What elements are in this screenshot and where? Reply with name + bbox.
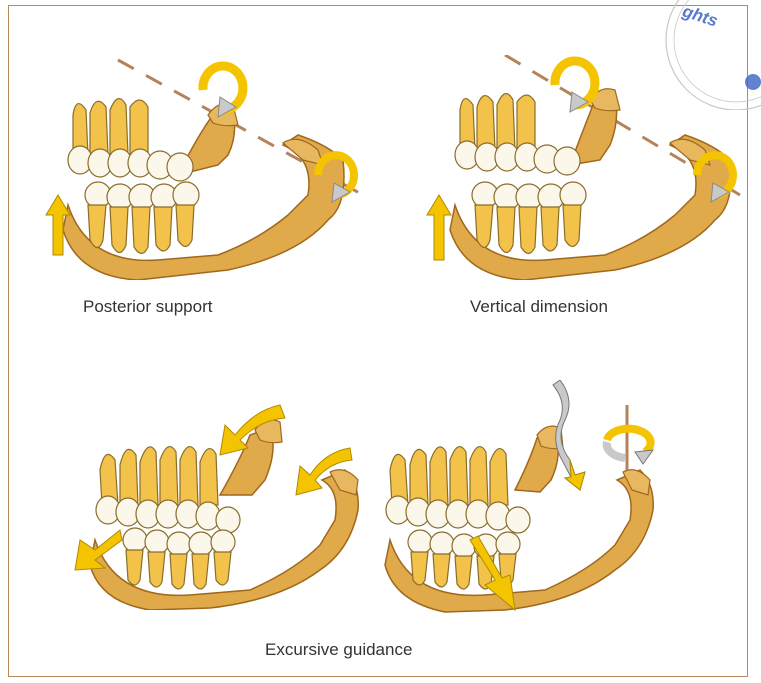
excursive-guidance-illustration-right (375, 380, 675, 615)
vertical-dimension-illustration (415, 55, 745, 280)
caption-vertical-dimension: Vertical dimension (470, 297, 608, 317)
caption-posterior-support: Posterior support (83, 297, 212, 317)
excursive-guidance-illustration-left (60, 390, 370, 610)
caption-excursive-guidance: Excursive guidance (265, 640, 412, 660)
svg-text:ghts: ghts (679, 1, 720, 30)
posterior-support-illustration (28, 55, 373, 280)
